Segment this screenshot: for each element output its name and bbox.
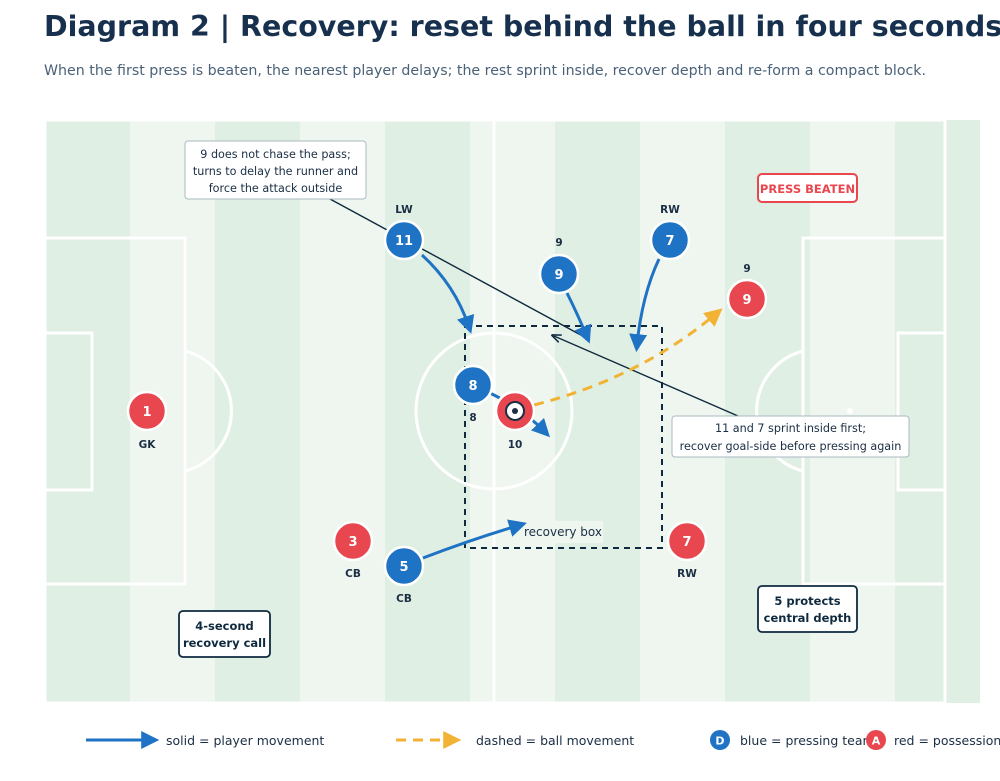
player-number: 9 xyxy=(554,268,563,283)
press-beaten-badge: PRESS BEATEN xyxy=(757,173,858,203)
legend-red-badge-text: A xyxy=(872,735,881,748)
movement-arrow-7 xyxy=(629,258,661,353)
recovery-call-line: 4-second xyxy=(195,619,254,633)
legend-blue-badge-text: D xyxy=(715,735,724,748)
player-role-label: 9 xyxy=(743,263,750,275)
blue-player-9: 9 9 xyxy=(538,237,580,295)
callout-sprint-leader xyxy=(554,336,739,417)
central-depth-line: 5 protects xyxy=(774,594,840,608)
player-number: 3 xyxy=(348,535,357,550)
press-beaten-text: PRESS BEATEN xyxy=(760,182,855,196)
movement-arrow-9 xyxy=(565,292,592,344)
callout-sprint-inside: 11 and 7 sprint inside first; recover go… xyxy=(671,415,910,458)
central-depth-box: 5 protects central depth xyxy=(757,585,858,633)
legend-blue-text: blue = pressing team xyxy=(740,733,875,748)
callout-line: force the attack outside xyxy=(209,182,343,195)
penalty-spot xyxy=(847,408,853,414)
player-role-label: GK xyxy=(139,439,157,451)
callout-line: recover goal-side before pressing again xyxy=(680,440,902,453)
blue-player-8: 8 8 xyxy=(452,364,494,424)
player-role-label: RW xyxy=(677,568,697,580)
page-title: Diagram 2 | Recovery: reset behind the b… xyxy=(44,10,1000,43)
central-depth-line: central depth xyxy=(764,611,852,625)
red-player-1: 1 GK xyxy=(126,390,168,451)
page-subtitle: When the first press is beaten, the near… xyxy=(44,63,927,79)
ball-path-arrow xyxy=(533,308,723,407)
player-role-label: LW xyxy=(395,204,413,216)
player-number: 11 xyxy=(395,234,413,249)
legend-dashed-text: dashed = ball movement xyxy=(476,733,634,748)
recovery-box xyxy=(464,325,663,549)
callout-9-leader xyxy=(329,198,591,341)
player-number: 8 xyxy=(468,379,477,394)
blue-player-11: LW 11 xyxy=(383,204,425,261)
legend-red-text: red = possession xyxy=(894,733,1000,748)
legend: solid = player movement dashed = ball mo… xyxy=(86,730,1000,750)
player-role-label: 8 xyxy=(469,412,476,424)
player-number: 7 xyxy=(665,234,674,249)
player-role-label: 10 xyxy=(508,439,523,451)
recovery-box-label: recovery box xyxy=(524,525,602,539)
red-player-7: 7 RW xyxy=(666,520,708,580)
callout-line: 9 does not chase the pass; xyxy=(200,148,350,161)
pitch-lines xyxy=(43,118,947,705)
callout-line: turns to delay the runner and xyxy=(193,165,358,178)
player-role-label: CB xyxy=(345,568,361,580)
movement-arrow-11 xyxy=(420,253,475,334)
player-number: 7 xyxy=(682,535,691,550)
player-role-label: 9 xyxy=(555,237,562,249)
red-player-9: 9 9 xyxy=(726,263,768,320)
legend-solid-text: solid = player movement xyxy=(166,733,324,748)
callout-line: 11 and 7 sprint inside first; xyxy=(715,422,866,435)
recovery-box-label-bg xyxy=(523,521,603,543)
legend-blue-badge-icon xyxy=(710,730,730,750)
recovery-call-line: recovery call xyxy=(183,636,266,650)
ball-icon xyxy=(505,401,525,421)
legend-red-badge-icon xyxy=(866,730,886,750)
red-player-3: 3 CB xyxy=(332,520,374,580)
player-number: 1 xyxy=(142,405,151,420)
recovery-call-box: 4-second recovery call xyxy=(178,610,271,658)
player-number: 9 xyxy=(742,293,751,308)
movement-arrow-5 xyxy=(422,519,527,560)
blue-player-7: RW 7 xyxy=(649,204,691,261)
callout-9-delay: 9 does not chase the pass; turns to dela… xyxy=(184,140,367,200)
player-number: 5 xyxy=(399,560,408,575)
player-role-label: CB xyxy=(396,593,412,605)
player-role-label: RW xyxy=(660,204,680,216)
blue-player-5: 5 CB xyxy=(383,545,425,605)
